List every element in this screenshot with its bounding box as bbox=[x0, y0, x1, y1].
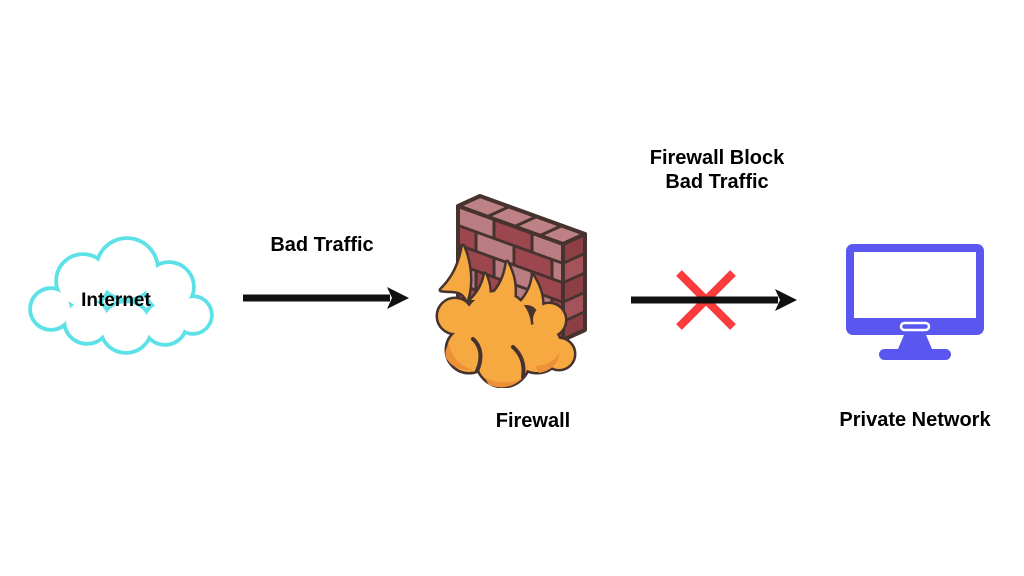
internet-label: Internet bbox=[81, 290, 151, 311]
bad-traffic-arrow-icon bbox=[243, 287, 409, 309]
cloud-icon bbox=[28, 236, 214, 355]
firewall-label: Firewall bbox=[495, 410, 571, 432]
monitor-icon bbox=[846, 244, 984, 360]
firewall-block-label-line2: Bad Traffic bbox=[665, 171, 769, 193]
private-network-label: Private Network bbox=[839, 409, 991, 431]
firewall-block-label-line1: Firewall Block bbox=[649, 147, 785, 169]
bad-traffic-label: Bad Traffic bbox=[270, 234, 374, 256]
firewall-block-label: Firewall Block Bad Traffic bbox=[617, 146, 817, 194]
firewall-brick-wall-flame-icon bbox=[435, 194, 587, 388]
blocked-arrow-icon bbox=[631, 270, 797, 330]
